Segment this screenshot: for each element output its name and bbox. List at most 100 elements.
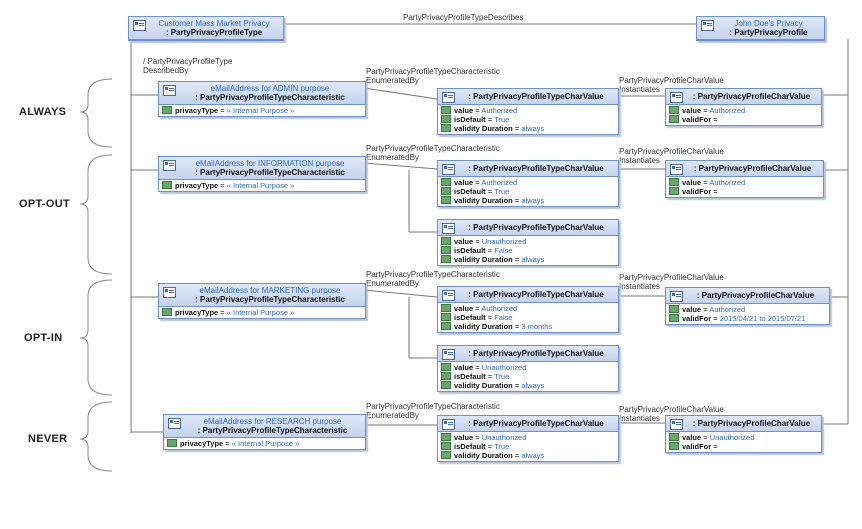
- attribute-icon: [441, 196, 451, 205]
- bracket-opt-in: [79, 279, 113, 396]
- attribute-value: True: [494, 187, 510, 197]
- attribute-name: privacyType: [175, 308, 219, 317]
- object-icon: [442, 223, 455, 234]
- bracket-opt-out: [79, 154, 113, 275]
- char-value-box-1[interactable]: : PartyPrivacyProfileTypeCharValue value…: [437, 88, 619, 136]
- profile-char-value-type: : PartyPrivacyProfileCharValue: [696, 291, 815, 300]
- attribute-name: validity Duration: [454, 381, 513, 391]
- attribute-icon: [441, 237, 451, 246]
- attribute-name: validFor: [682, 314, 712, 324]
- attribute-row: value = Authorized: [669, 106, 819, 115]
- attribute-value: Authorized: [481, 304, 518, 313]
- attribute-row: validity Duration = always: [441, 124, 616, 133]
- attribute-value: Authorized: [709, 305, 746, 314]
- attribute-row: isDefault = True: [441, 372, 616, 381]
- attribute-name: validFor: [682, 115, 712, 125]
- attribute-row: privacyType = « Internal Purpose »: [162, 308, 363, 317]
- attribute-icon: [441, 363, 451, 372]
- object-icon: [670, 419, 683, 430]
- object-icon: [163, 85, 176, 96]
- attribute-icon: [669, 433, 679, 442]
- instantiates-label-4: PartyPrivacyProfileCharValue Instantiate…: [619, 405, 724, 423]
- attribute-name: privacyType: [180, 439, 224, 448]
- characteristic-box-research[interactable]: eMailAddress for RESEARCH purpose : Part…: [163, 414, 366, 451]
- attribute-name: value: [454, 363, 474, 372]
- attribute-value: Authorized: [709, 178, 746, 187]
- attribute-icon: [441, 246, 451, 255]
- attribute-icon: [441, 433, 451, 442]
- attribute-icon: [669, 178, 679, 187]
- attribute-value: Authorized: [481, 178, 518, 187]
- char-value-box-5[interactable]: : PartyPrivacyProfileTypeCharValue value…: [437, 345, 619, 393]
- attribute-value: « Internal Purpose »: [226, 181, 295, 190]
- profile-box[interactable]: John Doe's Privacy : PartyPrivacyProfile: [696, 16, 825, 41]
- characteristic-name: eMailAddress for RESEARCH purpose: [203, 417, 342, 426]
- char-value-box-2[interactable]: : PartyPrivacyProfileTypeCharValue value…: [437, 160, 619, 208]
- attribute-icon: [162, 308, 172, 317]
- object-icon: [670, 291, 683, 302]
- attribute-value: Authorized: [709, 106, 746, 115]
- attribute-name: validity Duration: [454, 255, 513, 265]
- characteristic-box-marketing[interactable]: eMailAddress for MARKETING purpose : Par…: [158, 283, 366, 320]
- object-icon: [442, 290, 455, 301]
- attribute-row: value = Authorized: [669, 178, 821, 187]
- char-value-type: : PartyPrivacyProfileTypeCharValue: [468, 164, 604, 173]
- attribute-name: validity Duration: [454, 322, 513, 332]
- attribute-row: validity Duration = 3 months: [441, 322, 616, 331]
- object-icon: [670, 164, 683, 175]
- attribute-name: value: [454, 237, 474, 246]
- bracket-always: [79, 78, 113, 148]
- object-icon: [442, 92, 455, 103]
- attribute-value: « Internal Purpose »: [226, 106, 295, 115]
- profile-char-value-box-3[interactable]: : PartyPrivacyProfileCharValue value = A…: [665, 287, 830, 326]
- attribute-row: isDefault = True: [441, 187, 616, 196]
- char-value-box-6[interactable]: : PartyPrivacyProfileTypeCharValue value…: [437, 415, 619, 463]
- enumerated-by-label-4: PartyPrivacyProfileTypeCharacteristic En…: [366, 402, 500, 420]
- characteristic-name: eMailAddress for MARKETING purpose: [199, 286, 341, 295]
- attribute-row: privacyType = « Internal Purpose »: [162, 181, 363, 190]
- bracket-label-opt-out: OPT-OUT: [19, 198, 70, 210]
- attribute-icon: [441, 322, 451, 331]
- attribute-name: validFor: [682, 442, 712, 452]
- instantiates-label-3: PartyPrivacyProfileCharValue Instantiate…: [619, 273, 724, 291]
- profile-char-value-box-1[interactable]: : PartyPrivacyProfileCharValue value = A…: [665, 88, 822, 127]
- attribute-name: isDefault: [454, 442, 486, 452]
- attribute-value: Unauthorized: [709, 433, 755, 442]
- attribute-row: privacyType = « Internal Purpose »: [167, 439, 363, 448]
- char-value-box-4[interactable]: : PartyPrivacyProfileTypeCharValue value…: [437, 286, 619, 334]
- profile-char-value-box-2[interactable]: : PartyPrivacyProfileCharValue value = A…: [665, 160, 824, 199]
- attribute-icon: [441, 178, 451, 187]
- characteristic-type: : PartyPrivacyProfileTypeCharacteristic: [195, 93, 345, 102]
- attribute-icon: [441, 313, 451, 322]
- attribute-row: validity Duration = always: [441, 381, 616, 390]
- attribute-icon: [441, 304, 451, 313]
- attribute-value: 3 months: [521, 322, 553, 332]
- attribute-name: isDefault: [454, 372, 486, 382]
- characteristic-box-information[interactable]: eMailAddress for INFORMATION purpose : P…: [158, 156, 366, 193]
- characteristic-type: : PartyPrivacyProfileTypeCharacteristic: [195, 295, 345, 304]
- attribute-name: privacyType: [175, 106, 219, 115]
- attribute-row: value = Authorized: [441, 304, 616, 313]
- enumerated-by-label-2: PartyPrivacyProfileTypeCharacteristic En…: [366, 144, 500, 162]
- attribute-name: isDefault: [454, 187, 486, 197]
- attribute-name: value: [682, 305, 702, 314]
- attribute-row: validity Duration = always: [441, 196, 616, 205]
- profile-char-value-type: : PartyPrivacyProfileCharValue: [693, 164, 812, 173]
- attribute-icon: [669, 187, 679, 196]
- char-value-box-3[interactable]: : PartyPrivacyProfileTypeCharValue value…: [437, 219, 619, 267]
- characteristic-box-admin[interactable]: eMailAddress for ADMIN purpose : PartyPr…: [158, 81, 366, 118]
- bracket-label-never: NEVER: [28, 433, 68, 445]
- attribute-name: isDefault: [454, 246, 486, 256]
- attribute-row: value = Authorized: [441, 106, 616, 115]
- char-value-type: : PartyPrivacyProfileTypeCharValue: [468, 92, 604, 101]
- attribute-icon: [669, 106, 679, 115]
- profile-char-value-box-4[interactable]: : PartyPrivacyProfileCharValue value = U…: [665, 415, 822, 454]
- profile-type-box[interactable]: Customer Mass Market Privacy : PartyPriv…: [128, 16, 284, 41]
- profile-char-value-type: : PartyPrivacyProfileCharValue: [692, 92, 811, 101]
- attribute-value: always: [521, 451, 545, 461]
- attribute-icon: [441, 442, 451, 451]
- attribute-value: Unauthorized: [481, 363, 527, 372]
- object-icon: [163, 287, 176, 298]
- characteristic-type: : PartyPrivacyProfileTypeCharacteristic: [195, 168, 345, 177]
